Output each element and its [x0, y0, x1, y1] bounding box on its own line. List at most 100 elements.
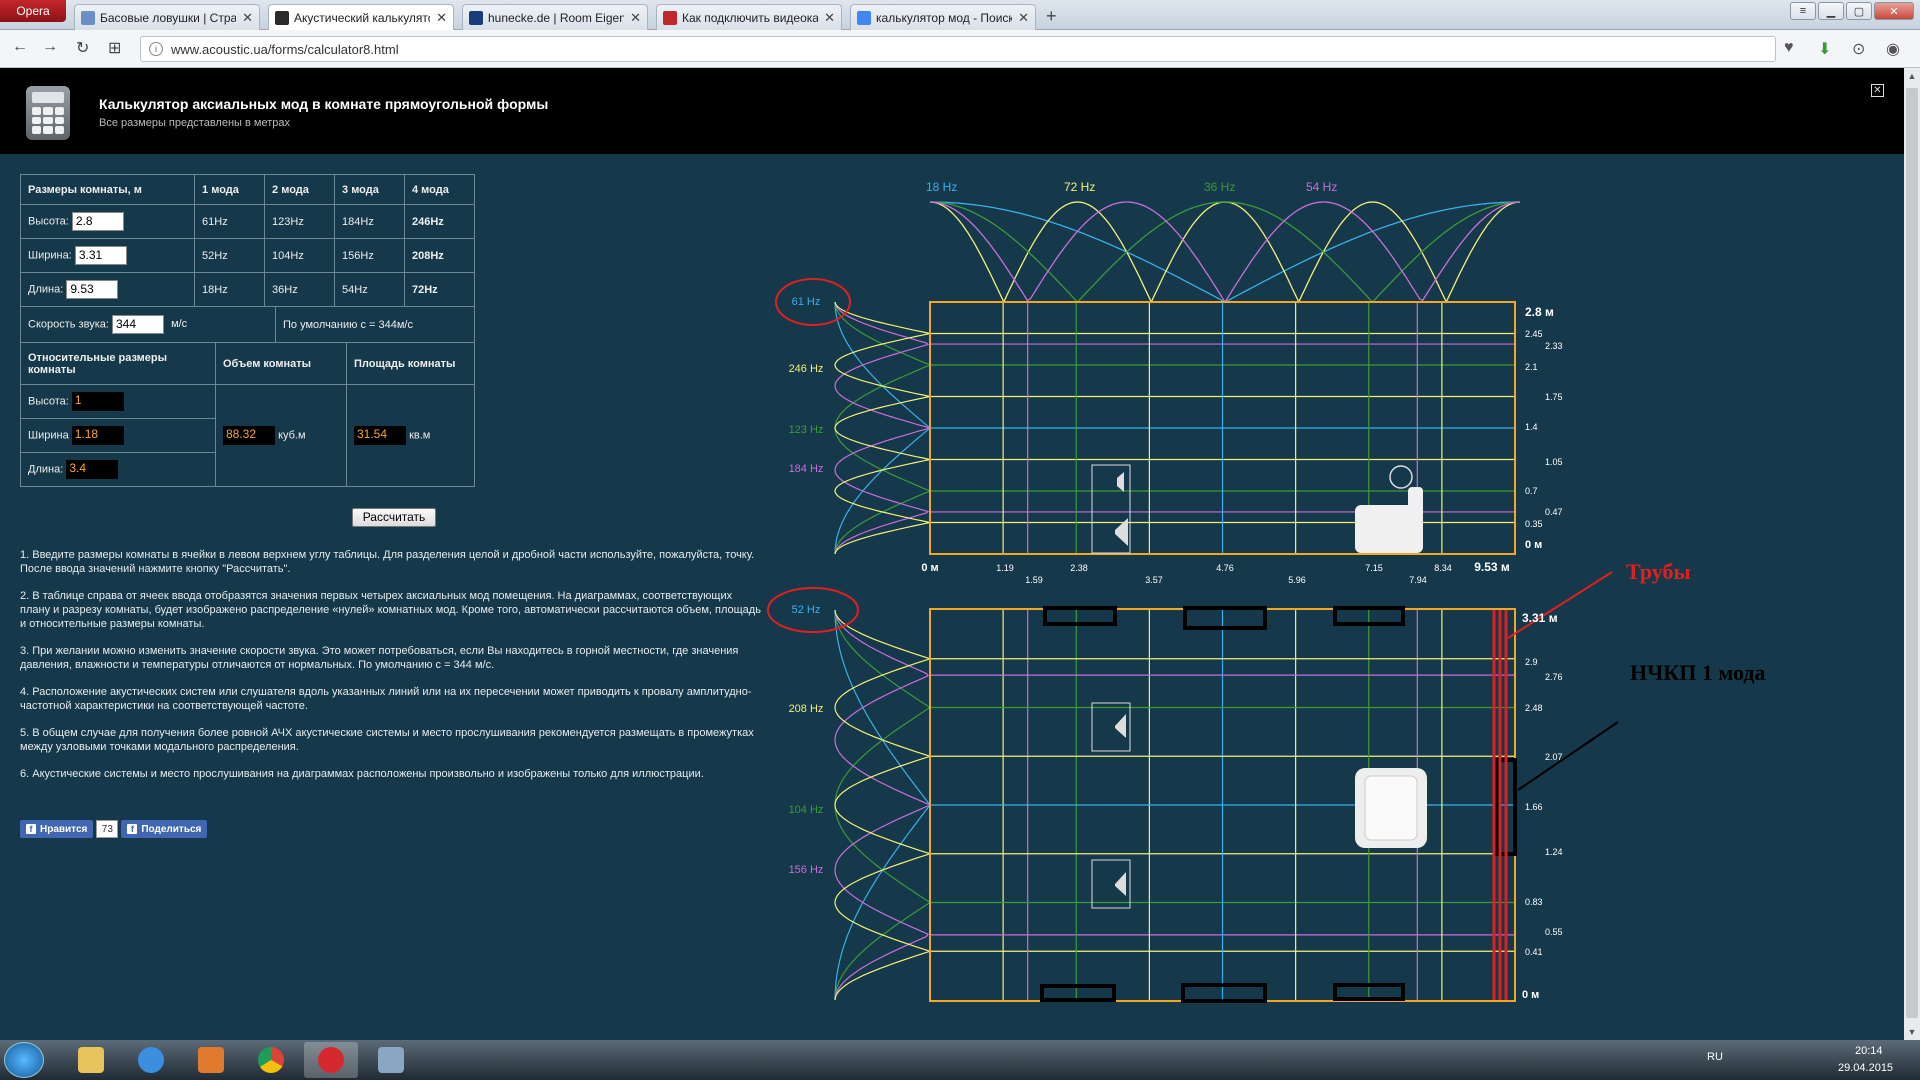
width-input[interactable]: 3.31 [74, 246, 127, 265]
instruction-5: 5. В общем случае для получения более ро… [20, 727, 754, 753]
section-frequency-label: 61 Hz [792, 296, 821, 308]
taskbar-explorer[interactable] [64, 1042, 118, 1078]
top-frequency-label: 18 Hz [926, 180, 957, 194]
area-unit: кв.м [409, 429, 431, 442]
plan-right-tick: 2.9 [1525, 657, 1538, 667]
tab-favicon-icon [81, 10, 95, 25]
tab-2[interactable]: Акустический калькулято ✕ [268, 4, 454, 30]
plan-right-tick: 0.41 [1525, 947, 1543, 957]
mode-header-3: 3 мода [334, 174, 405, 205]
length-input[interactable]: 9.53 [66, 280, 119, 299]
scroll-up-icon[interactable]: ▲ [1907, 71, 1917, 81]
bass-trap [1333, 606, 1405, 626]
tab-close-icon[interactable]: ✕ [242, 9, 253, 25]
media-player-icon [198, 1047, 224, 1073]
tab-label: hunecke.de | Room Eigen [488, 10, 625, 25]
tab-close-icon[interactable]: ✕ [1018, 9, 1029, 25]
taskbar-opera[interactable] [304, 1042, 358, 1078]
account-icon[interactable]: ◉ [1886, 41, 1900, 58]
window-close-icon[interactable]: ✕ [1874, 2, 1914, 20]
bookmark-heart-icon[interactable]: ♥ [1784, 39, 1794, 56]
plan-frequency-label: 52 Hz [792, 604, 821, 616]
plan-right-tick: 0 м [1522, 989, 1539, 1001]
speed-table: Скорость звука: 344 м/с По умолчанию c =… [20, 306, 475, 343]
instruction-3: 3. При желании можно изменить значение с… [20, 645, 739, 671]
rel-height-value: 1 [71, 392, 124, 411]
highlight-ellipse [767, 587, 859, 633]
taskbar-chrome[interactable] [244, 1042, 298, 1078]
scroll-thumb[interactable] [1906, 88, 1918, 1018]
section-bottom-tick: 2.38 [1070, 563, 1088, 573]
section-bottom-tick: 9.53 м [1474, 560, 1510, 574]
width-mode-1: 52Hz [194, 238, 266, 273]
speed-dial-icon[interactable]: ⊞ [108, 40, 122, 57]
instructions: 1. Введите размеры комнаты в ячейки в ле… [20, 548, 765, 794]
taskbar-ie[interactable] [124, 1042, 178, 1078]
tab-close-icon[interactable]: ✕ [436, 9, 447, 25]
taskbar-app[interactable] [364, 1042, 418, 1078]
plan-frequency-label: 208 Hz [789, 703, 824, 715]
tab-menu-icon[interactable]: ≡ [1790, 2, 1816, 20]
start-button[interactable] [4, 1042, 44, 1078]
top-frequency-label: 36 Hz [1204, 180, 1235, 194]
volume-value: 88.32 [223, 426, 275, 445]
plan-right-tick: 2.48 [1525, 703, 1543, 713]
bass-trap [1183, 606, 1267, 630]
tab-label: Акустический калькулято [294, 10, 431, 25]
area-title: Площадь комнаты [346, 342, 475, 385]
opera-icon [318, 1047, 344, 1073]
section-bottom-tick: 8.34 [1434, 563, 1452, 573]
instruction-6: 6. Акустические системы и место прослуши… [20, 768, 704, 780]
calculate-button[interactable]: Рассчитать [352, 508, 436, 527]
pipes [1492, 610, 1508, 1000]
window-controls: ≡ ▁ ▢ ✕ [1790, 2, 1914, 20]
tab-5[interactable]: калькулятор мод - Поиск✕ [850, 4, 1036, 30]
site-info-icon[interactable]: i [149, 42, 163, 56]
volume-unit: куб.м [278, 429, 306, 442]
speed-input[interactable]: 344 [112, 315, 164, 334]
section-frequency-label: 184 Hz [789, 463, 824, 475]
plan-right-tick: 2.76 [1545, 672, 1563, 682]
section-right-tick: 2.1 [1525, 362, 1538, 372]
height-mode-1: 61Hz [194, 204, 266, 239]
download-arrow-icon[interactable]: ⬇ [1818, 41, 1832, 58]
width-label: Ширина: [28, 249, 72, 262]
plan-armchair-icon [1355, 768, 1427, 848]
length-mode-2: 36Hz [264, 272, 336, 307]
new-tab-icon[interactable]: + [1046, 6, 1057, 26]
maximize-icon[interactable]: ▢ [1846, 2, 1872, 20]
tab-close-icon[interactable]: ✕ [824, 9, 835, 25]
clock-time[interactable]: 20:14 [1855, 1045, 1883, 1057]
tab-4[interactable]: Как подключить видеока✕ [656, 4, 842, 30]
opera-menu-button[interactable]: Opera [0, 0, 66, 22]
forward-icon[interactable]: → [42, 38, 58, 55]
keyboard-language[interactable]: RU [1707, 1051, 1723, 1063]
tab-1[interactable]: Басовые ловушки | Стра✕ [74, 4, 260, 30]
opera-menu-label: Opera [16, 4, 50, 18]
back-icon[interactable]: ← [12, 38, 28, 55]
scroll-down-icon[interactable]: ▼ [1907, 1027, 1917, 1037]
length-mode-curves [929, 201, 1521, 304]
length-mode-1: 18Hz [194, 272, 266, 307]
taskbar-media[interactable] [184, 1042, 238, 1078]
page-scrollbar[interactable]: ▲ ▼ [1904, 68, 1920, 1040]
close-icon[interactable]: ✕ [1871, 84, 1884, 97]
section-bottom-tick: 7.15 [1365, 563, 1383, 573]
section-bottom-tick: 3.57 [1145, 575, 1163, 585]
tab-close-icon[interactable]: ✕ [630, 9, 641, 25]
reload-icon[interactable]: ↻ [76, 40, 90, 57]
height-input[interactable]: 2.8 [71, 212, 124, 231]
length-mode-2-curve [930, 201, 1520, 303]
tab-3[interactable]: hunecke.de | Room Eigen ✕ [462, 4, 648, 30]
height-mode-4: 246Hz [404, 204, 475, 239]
section-right-tick: 2.45 [1525, 329, 1543, 339]
minimize-icon[interactable]: ▁ [1818, 2, 1844, 20]
section-right-tick: 1.4 [1525, 422, 1538, 432]
downloads-icon[interactable]: ⊙ [1852, 41, 1866, 58]
section-right-tick: 1.75 [1545, 392, 1563, 402]
